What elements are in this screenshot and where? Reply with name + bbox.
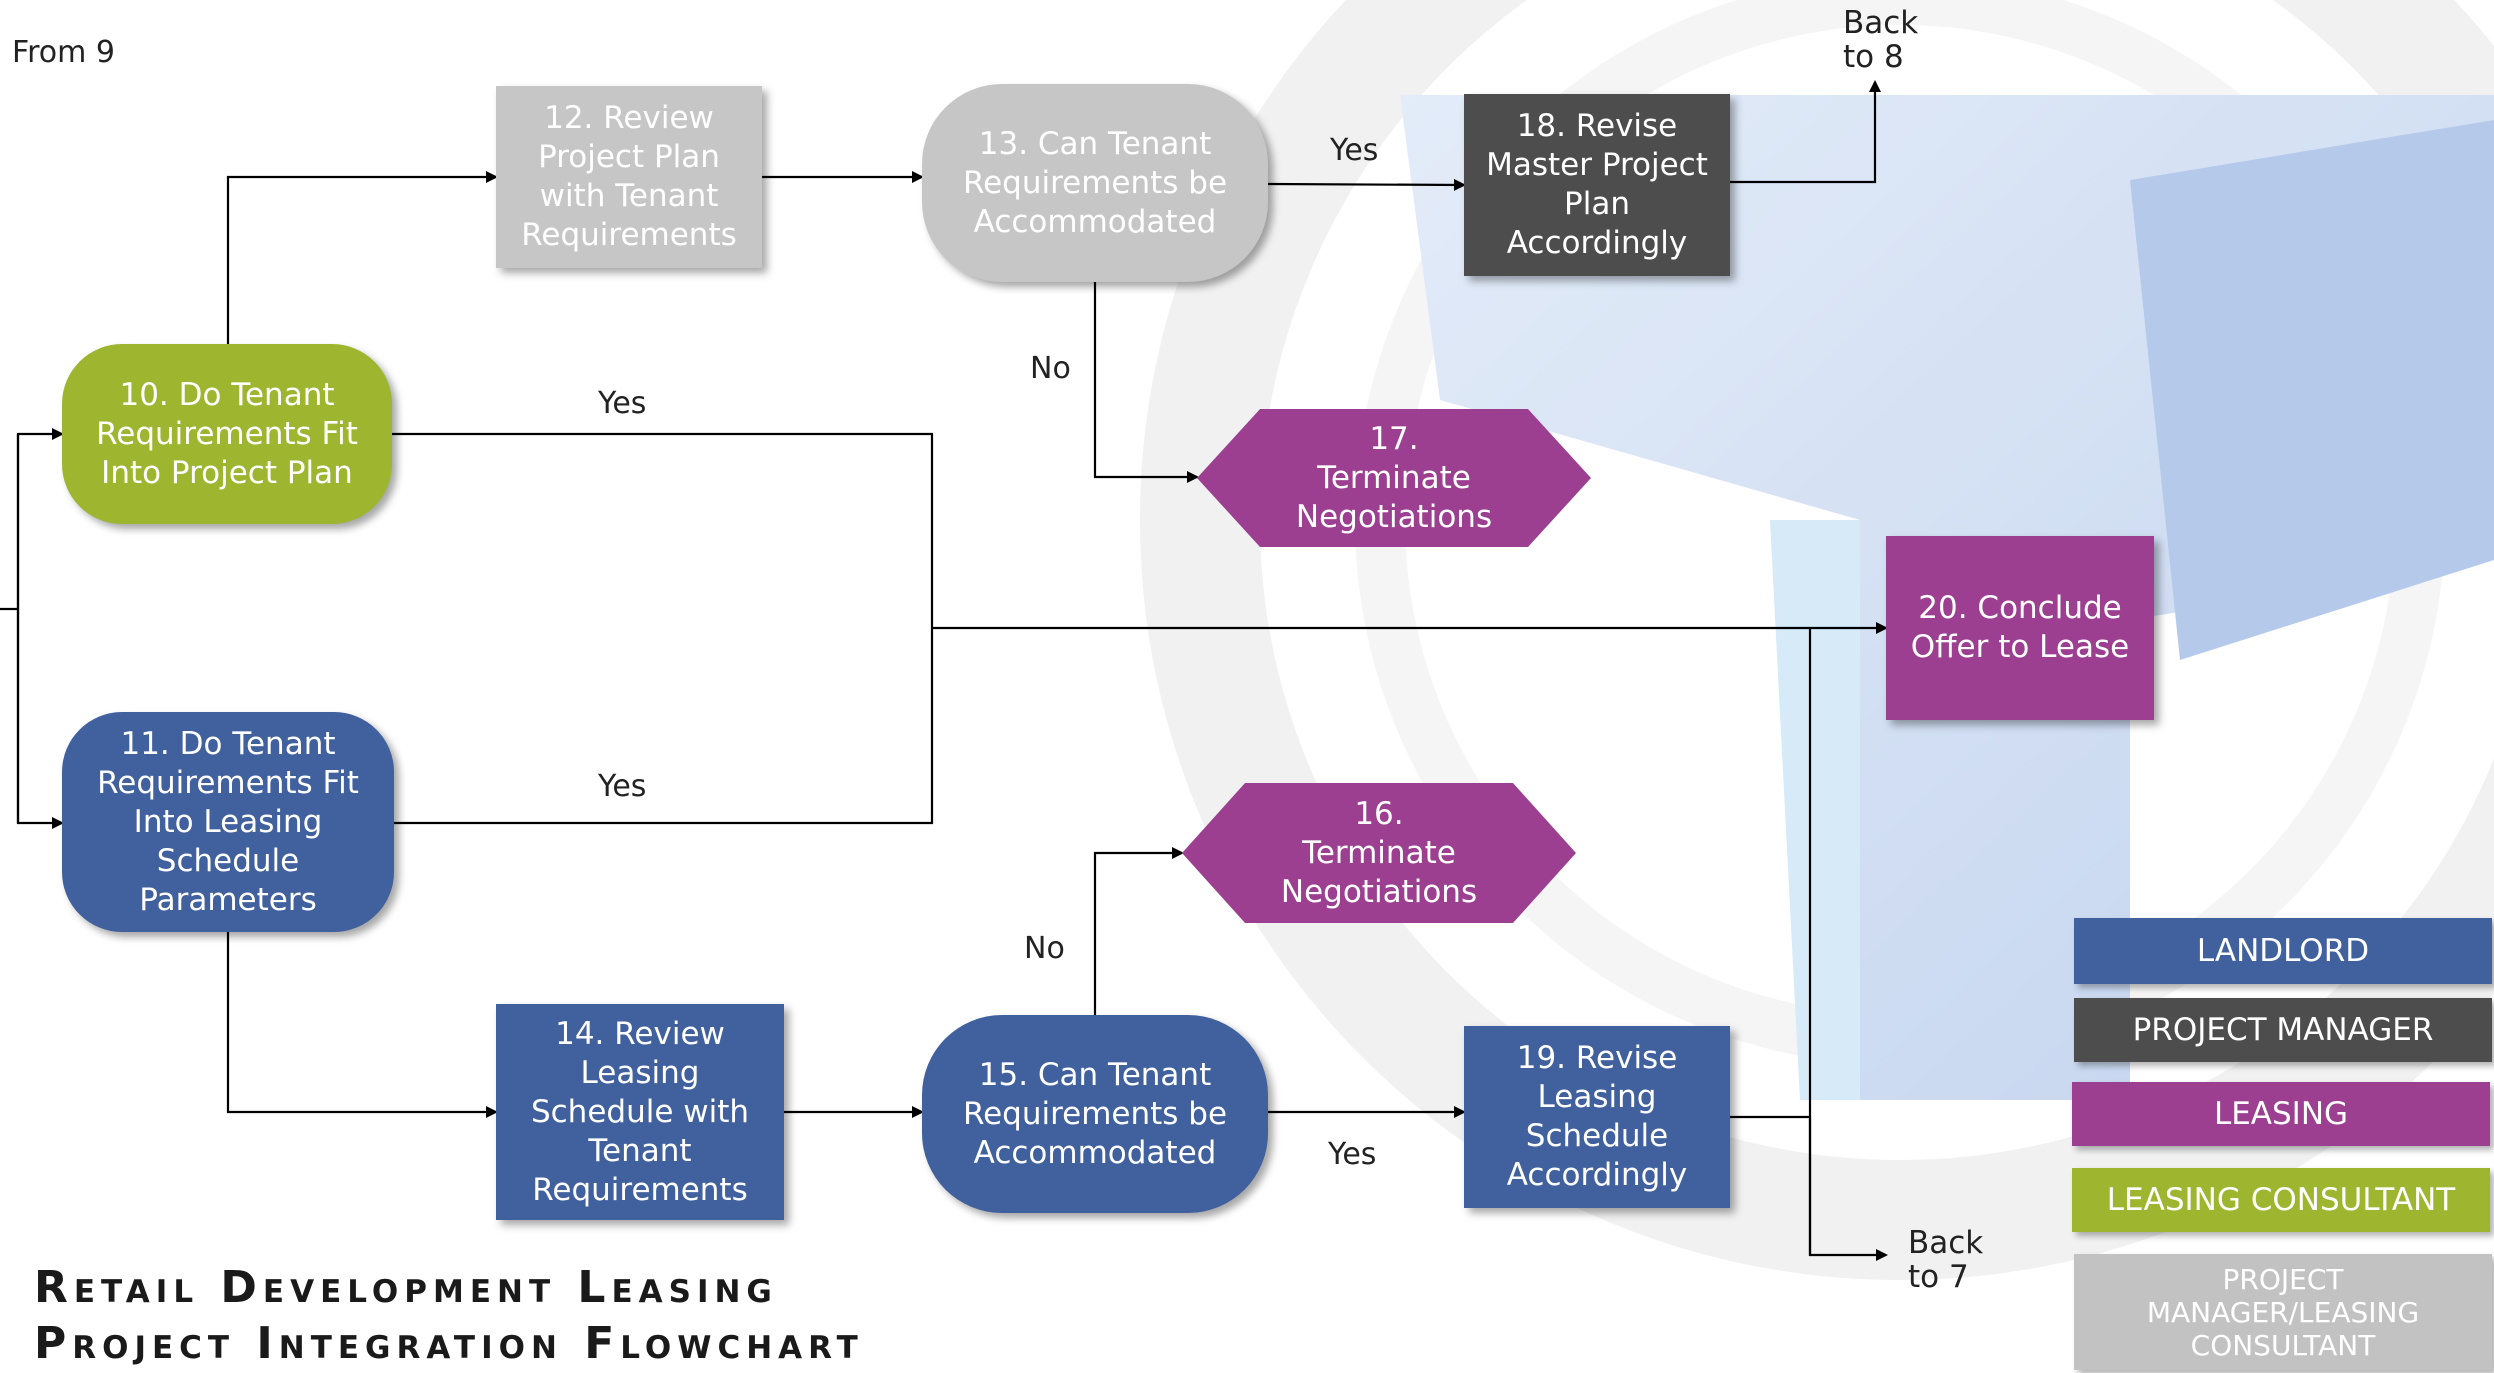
edge-11-yes [394,628,934,825]
back-to-7-label: Back to 7 [1908,1225,1984,1295]
edge-13-to-17 [1093,282,1199,483]
legend-leasing: LEASING [2072,1082,2490,1146]
edge-11-to-14 [226,932,498,1118]
node-12-process[interactable]: 12. Review Project Plan with Tenant Requ… [496,86,762,268]
node-16-terminate[interactable]: 16. Terminate Negotiations [1182,783,1576,923]
edge-split-to-11 [16,434,64,829]
yes-label-13: Yes [1330,133,1379,168]
edge-10-to-12 [226,171,498,345]
connectors [0,80,1888,1261]
legend-leasing-consultant: LEASING CONSULTANT [2072,1168,2490,1232]
no-label-15: No [1024,931,1065,966]
edge-18-back8 [1730,80,1881,184]
edge-19-back7 [1808,1117,1888,1261]
yes-label-15: Yes [1328,1137,1377,1172]
yes-label-10: Yes [598,386,647,421]
node-14-process[interactable]: 14. Review Leasing Schedule with Tenant … [496,1004,784,1220]
node-13-decision[interactable]: 13. Can Tenant Requirements be Accommoda… [922,84,1268,282]
edge-split-to-10 [16,428,64,823]
edge-13-to-18 [1267,178,1466,191]
title-line-2: Project Integration Flowchart [34,1318,864,1369]
from-9-label: From 9 [12,35,115,70]
legend-project-manager: PROJECT MANAGER [2074,998,2492,1062]
node-10-decision[interactable]: 10. Do Tenant Requirements Fit Into Proj… [62,344,392,524]
edge-10-yes [392,432,934,628]
node-18-process[interactable]: 18. Revise Master Project Plan According… [1464,94,1730,276]
node-20-process[interactable]: 20. Conclude Offer to Lease [1886,536,2154,720]
no-label-13: No [1030,351,1071,386]
legend-pm-leasing-consultant: PROJECT MANAGER/LEASING CONSULTANT [2074,1254,2492,1370]
edge-15-to-16 [1093,847,1184,1015]
node-15-decision[interactable]: 15. Can Tenant Requirements be Accommoda… [922,1015,1268,1213]
yes-label-11: Yes [598,769,647,804]
title-line-1: Retail Development Leasing [34,1262,778,1313]
node-11-decision[interactable]: 11. Do Tenant Requirements Fit Into Leas… [62,712,394,932]
node-17-terminate[interactable]: 17. Terminate Negotiations [1197,409,1591,547]
legend-landlord: LANDLORD [2074,918,2492,984]
back-to-8-label: Back to 8 [1843,5,1919,75]
node-19-process[interactable]: 19. Revise Leasing Schedule Accordingly [1464,1026,1730,1208]
